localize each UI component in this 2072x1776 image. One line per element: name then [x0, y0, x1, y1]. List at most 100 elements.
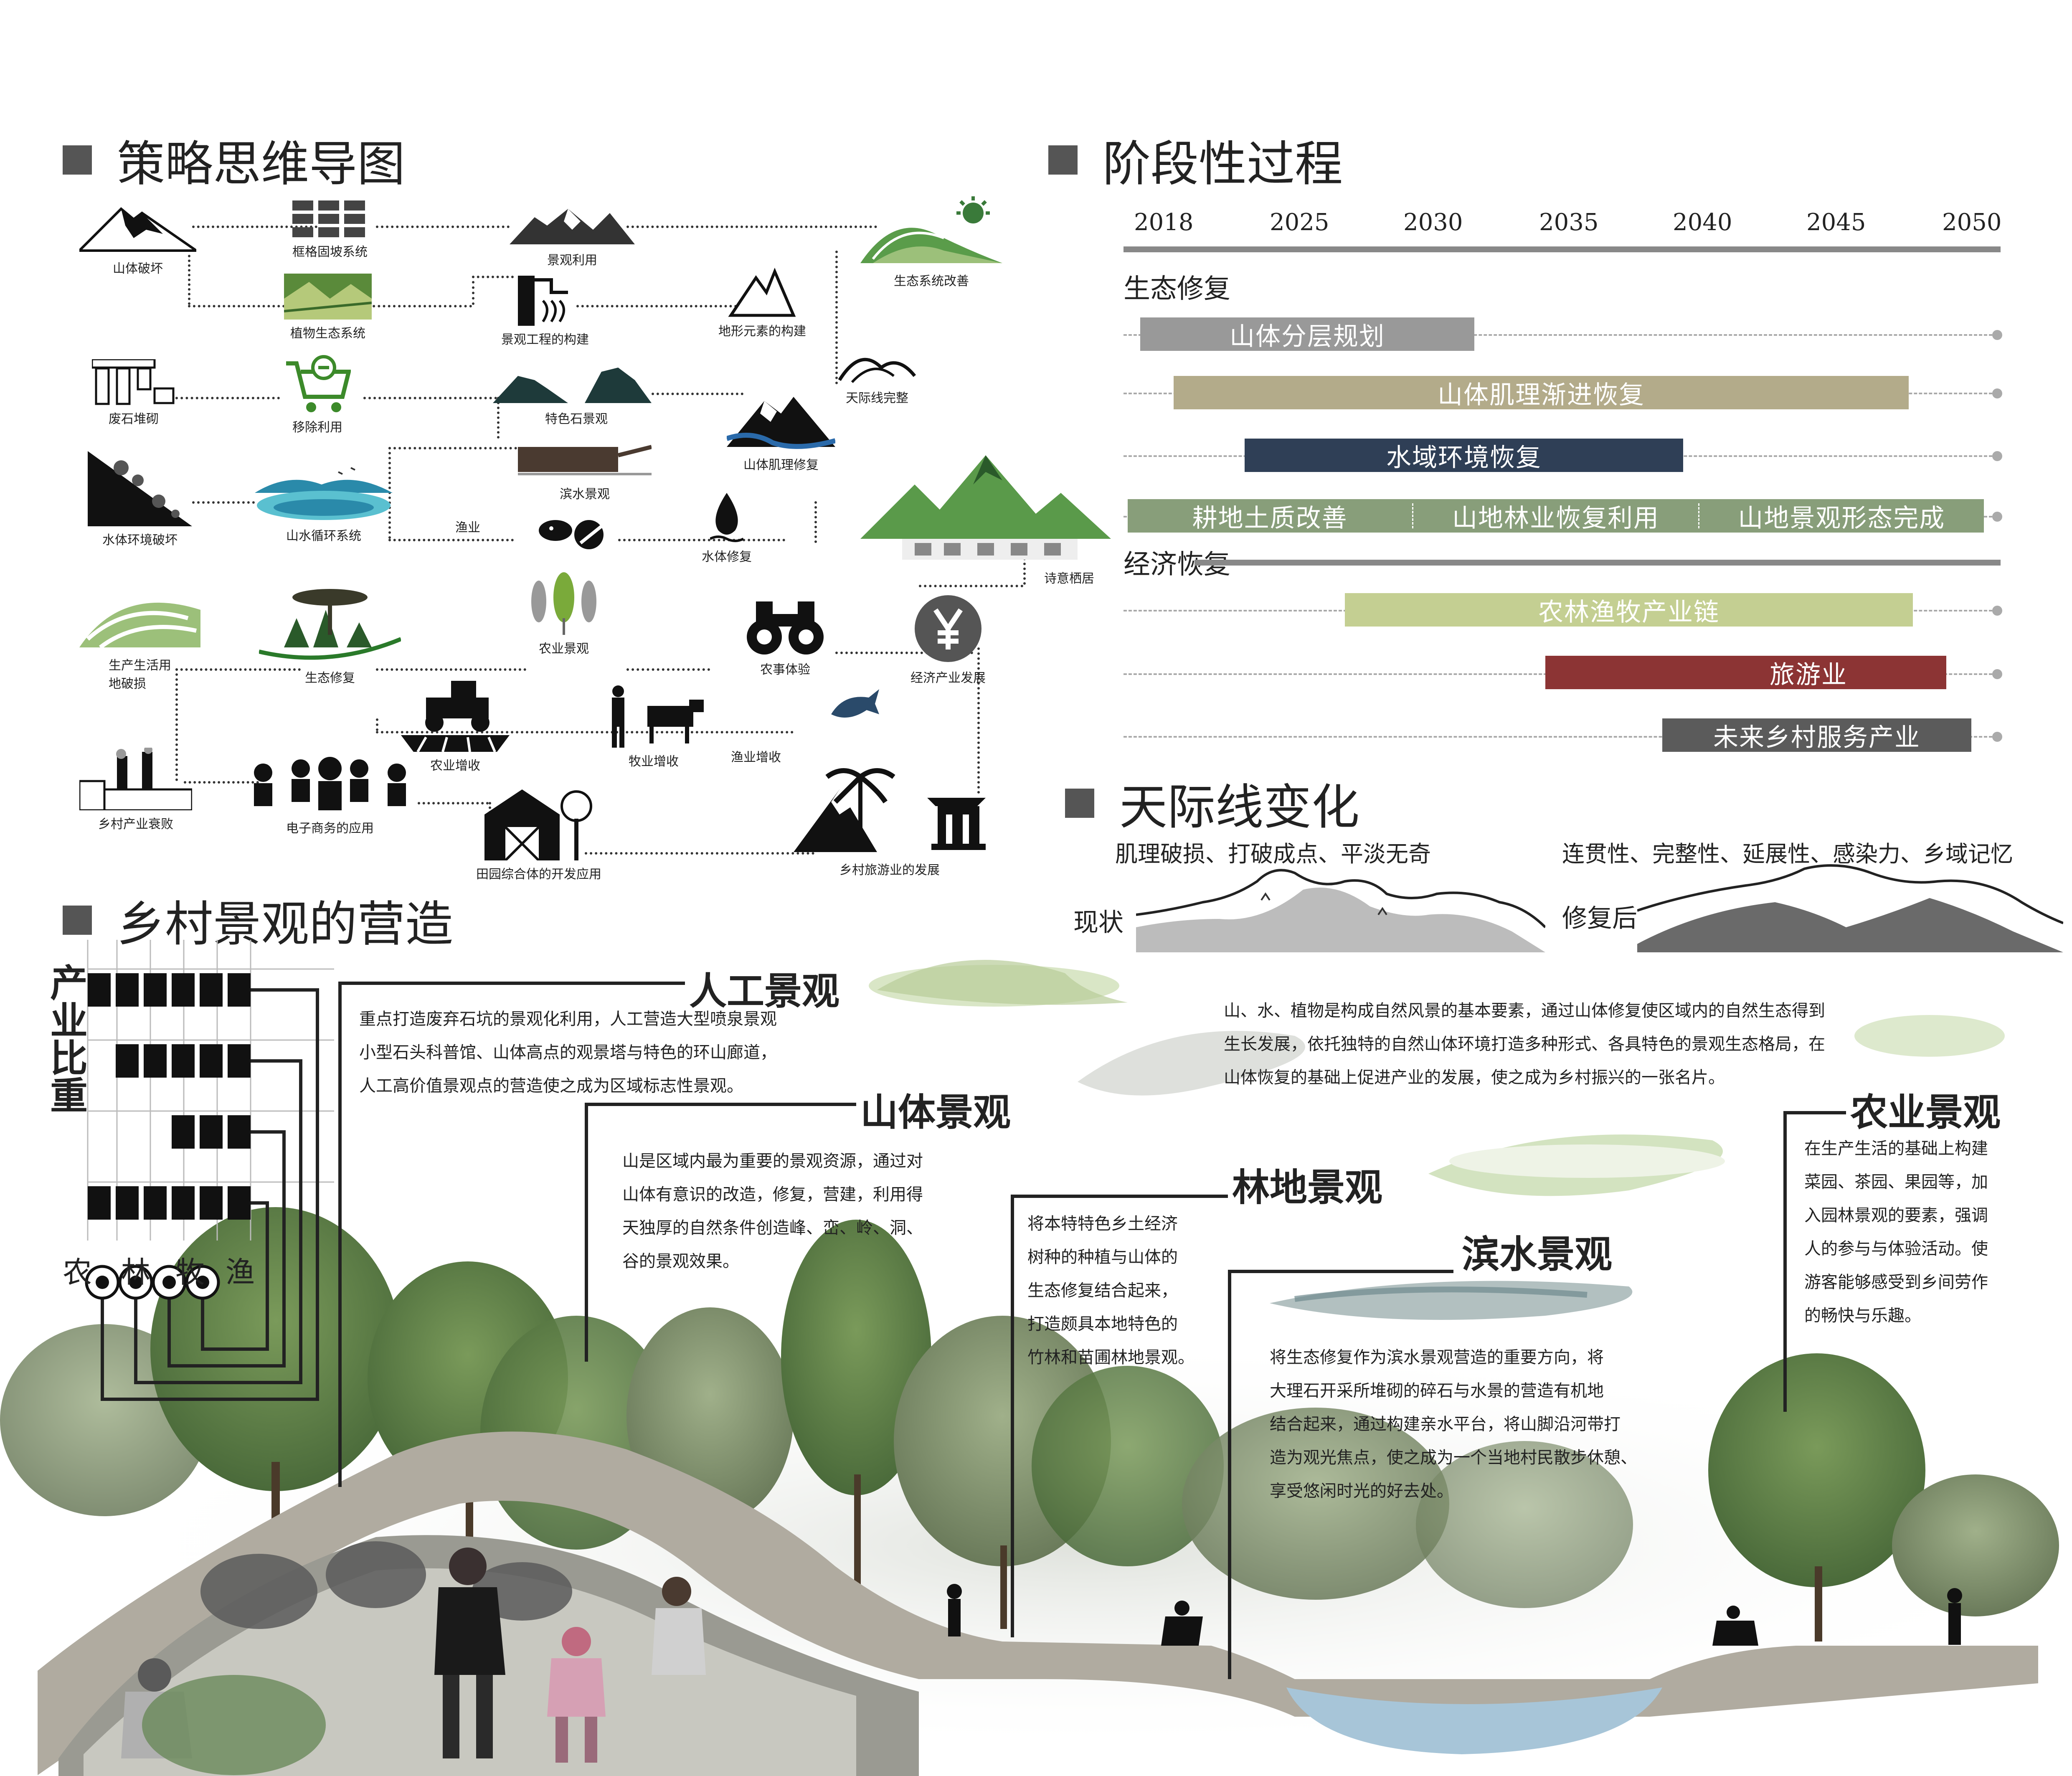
fish-icon — [827, 685, 881, 728]
mountain-title: 山体景观 — [860, 1091, 1011, 1134]
lake-mountain-icon — [255, 467, 393, 520]
skyline-after-desc: 连贯性、完整性、延展性、感染力、乡域记忆 — [1562, 841, 2013, 867]
node-remove-use: 移除利用 — [284, 355, 351, 435]
palm-icon — [794, 768, 986, 852]
village-mountain-icon — [860, 455, 1111, 560]
industry-bar-segment — [116, 1186, 139, 1220]
farmer-cow-icon — [612, 685, 704, 748]
heading-square-icon — [1048, 145, 1078, 175]
forest-text: 将本特特色乡土经济 树种的种植与山体的 生态修复结合起来， 打造颇具本地特色的 … — [1027, 1214, 1195, 1367]
industry-chart — [85, 940, 334, 1401]
node-poetic-living: 诗意栖居 — [860, 447, 1111, 586]
yuan-icon — [915, 595, 981, 662]
timeline-bar: 山体肌理渐进恢复 — [1174, 376, 1909, 410]
year-label: 2050 — [1942, 209, 2002, 236]
artificial-text: 重点打造废弃石坑的景观化利用，人工营造大型喷泉景观 小型石头科普馆、山体高点的观… — [359, 1010, 777, 1096]
mountain-icon — [79, 207, 196, 252]
industry-connector — [134, 1059, 302, 1384]
node-landscape-use: 景观利用 — [510, 205, 635, 268]
skyline-icon — [838, 358, 916, 383]
node-eco-improve: 生态系统改善 — [860, 196, 1002, 289]
industry-title: 产业比重 — [50, 962, 88, 1118]
forest-icon-glyph — [129, 1276, 142, 1289]
group-eco-label: 生态修复 — [1123, 274, 1230, 304]
year-label: 2025 — [1270, 209, 1329, 236]
industry-connector — [101, 988, 319, 1401]
industry-bar-segment — [172, 1186, 195, 1220]
landslide-icon — [88, 451, 192, 526]
year-label: 2035 — [1539, 209, 1599, 236]
heading-square-icon — [63, 906, 92, 935]
node-feature-stone: 特色石景观 — [493, 363, 660, 427]
waterfront-text: 将生态修复作为滨水景观营造的重要方向，将 大理石开采所堆砌的碎石与水景的营造有机… — [1270, 1348, 1637, 1501]
industry-label: 农 — [63, 1255, 92, 1289]
skyline-title: 天际线变化 — [1119, 779, 1360, 835]
industry-bar-segment — [228, 1186, 251, 1220]
industry-label: 牧 — [175, 1255, 205, 1289]
fish-group-icon — [539, 510, 614, 553]
skyline-before-label: 现状 — [1073, 908, 1123, 937]
node-water-damage: 水体环境破坏 — [88, 451, 192, 548]
pier-icon — [518, 445, 652, 475]
year-label: 2030 — [1403, 209, 1463, 236]
node-livestock-income: 牧业增收 — [601, 685, 706, 769]
forest-icon — [259, 589, 401, 660]
fish-icon-glyph — [196, 1276, 209, 1289]
node-rural-decline: 乡村产业衰败 — [79, 748, 192, 832]
timeline-heading: 阶段性过程 — [1048, 125, 1343, 195]
node-landwater-cycle: 山水循环系统 — [255, 464, 393, 544]
node-frame-slope: 框格固坡系统 — [292, 200, 368, 260]
industry-connector — [201, 1201, 269, 1351]
industry-bar-segment — [88, 1186, 111, 1220]
timeline-bar: 未来乡村服务产业 — [1662, 718, 1971, 752]
industry-connector — [167, 1130, 286, 1368]
water-drop-icon — [710, 493, 743, 542]
industry-bar-segment — [116, 973, 139, 1007]
industry-bar-segment — [228, 1044, 251, 1078]
wheat-icon-glyph — [96, 1276, 109, 1289]
year-label: 2045 — [1806, 209, 1866, 236]
rural-heading: 乡村景观的营造 — [63, 885, 453, 955]
node-skyline-complete: 天际线完整 — [835, 347, 919, 406]
node-mountain-texture: 山体肌理修复 — [727, 388, 835, 473]
node-pastoral-complex: 田园综合体的开发应用 — [476, 789, 601, 882]
node-waterfront: 滨水景观 — [518, 439, 652, 502]
node-plant-eco: 植物生态系统 — [284, 274, 372, 341]
waterfall-icon — [518, 276, 568, 326]
industry-label: 林 — [121, 1255, 150, 1289]
industry-bar-segment — [172, 1115, 195, 1149]
agri-title: 农业景观 — [1850, 1091, 2001, 1134]
industry-bar-segment — [200, 1115, 223, 1149]
node-eco-repair: 生态修复 — [259, 585, 401, 686]
timeline-bar: 农林渔牧产业链 — [1345, 593, 1913, 627]
node-rural-tourism: 乡村旅游业的发展 — [794, 764, 986, 878]
mindmap-title: 策略思维导图 — [117, 136, 406, 192]
group-divider-line — [1195, 560, 2001, 566]
node-agri-income: 农业增收 — [401, 681, 510, 774]
triangle-mountain-icon — [728, 267, 796, 317]
plant-field-icon — [284, 274, 372, 320]
industry-bar-segment — [88, 973, 111, 1007]
node-landscape-engineering: 景观工程的构建 — [501, 276, 589, 348]
year-label: 2040 — [1673, 209, 1732, 236]
industry-bar-segment — [200, 1044, 223, 1078]
node-waste-stone: 废石堆砌 — [92, 359, 175, 427]
waterfront-title: 滨水景观 — [1462, 1233, 1612, 1276]
livestock-icon-glyph — [162, 1276, 176, 1289]
rock-icon — [493, 368, 652, 403]
skyline-heading: 天际线变化 — [1065, 769, 1359, 838]
timeline-bar: 水域环境恢复 — [1245, 439, 1683, 472]
node-fishery: 渔业 — [455, 520, 480, 535]
rural-title: 乡村景观的营造 — [117, 896, 454, 952]
stone-pile-icon — [92, 359, 175, 405]
industry-bar-segment — [116, 1044, 139, 1078]
node-fishery-income: 渔业增收 — [731, 750, 781, 765]
node-terrain-elements: 地形元素的构建 — [718, 267, 806, 339]
skyline-after-label: 修复后 — [1562, 904, 1637, 933]
year-label: 2018 — [1134, 209, 1194, 236]
agri-text: 在生产生活的基础上构建 菜园、茶园、果园等，加 入园林景观的要素，强调 人的参与… — [1804, 1139, 1988, 1325]
intro-text: 山、水、植物是构成自然风景的基本要素，通过山体修复使区域内的自然生态得到 生长发… — [1224, 1001, 1825, 1087]
industry-bar-segment — [172, 1044, 195, 1078]
heading-square-icon — [1065, 789, 1094, 818]
industry-bar-segment — [200, 973, 223, 1007]
